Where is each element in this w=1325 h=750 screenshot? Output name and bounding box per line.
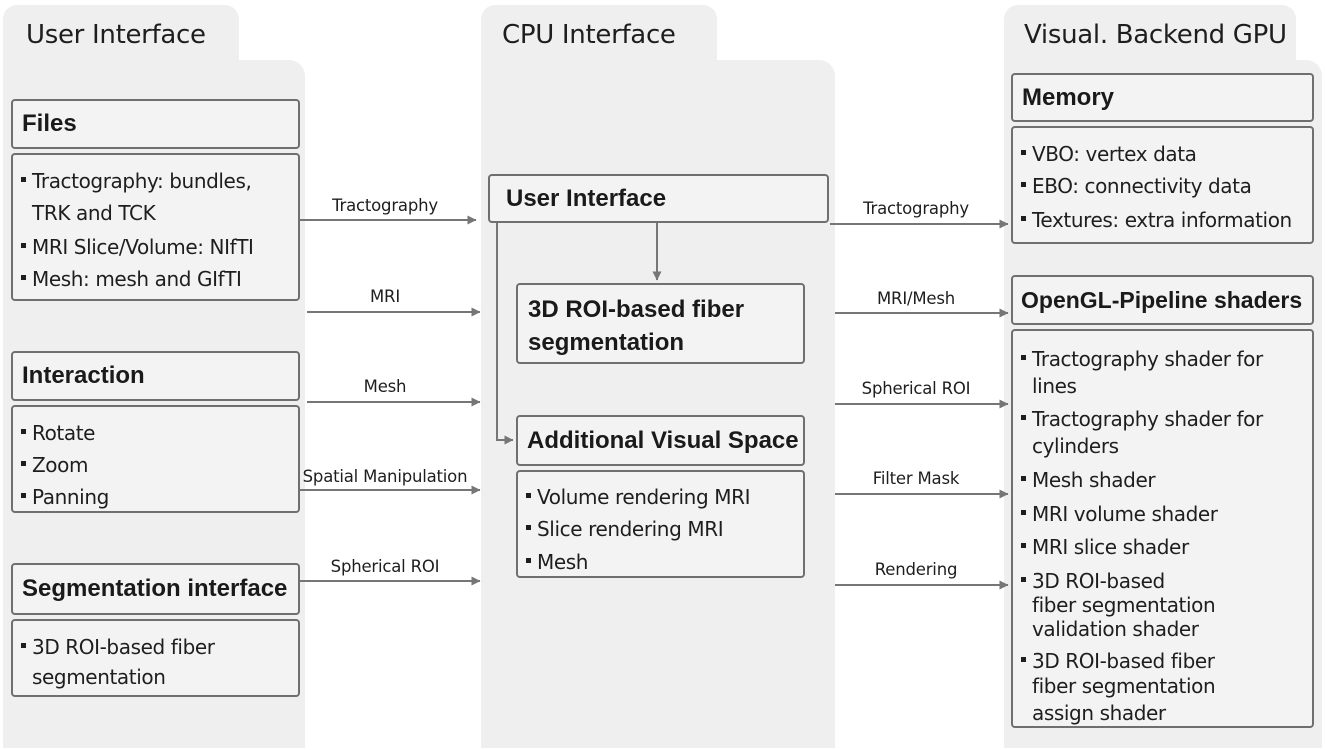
bullet-icon — [526, 525, 531, 530]
segmentation-list: 3D ROI-based fiber segmentation — [11, 619, 300, 697]
edge-label-spherical-roi-right: Spherical ROI — [861, 379, 971, 398]
bullet-icon — [1021, 415, 1026, 420]
edge-label-mri-mesh-right: MRI/Mesh — [877, 289, 955, 308]
edge-label-filter-mask-right: Filter Mask — [872, 469, 960, 488]
list-item: Mesh shader — [1021, 468, 1156, 492]
shaders-title: OpenGL-Pipeline shaders — [1021, 286, 1303, 313]
bullet-icon — [21, 643, 26, 648]
memory-title: Memory — [1022, 83, 1115, 111]
bullet-icon — [1021, 510, 1026, 515]
files-header: Files — [11, 99, 300, 149]
bullet-icon — [1021, 182, 1026, 187]
cpu-user-interface-box: User Interface — [488, 174, 829, 223]
shaders-list: Tractography shader for lines Tractograp… — [1011, 329, 1314, 728]
bullet-icon — [21, 493, 26, 498]
bullet-icon — [1021, 216, 1026, 221]
list-item-continuation: fiber segmentation — [1032, 593, 1216, 617]
list-item: EBO: connectivity data — [1021, 174, 1252, 198]
roi-segmentation-title-line1: 3D ROI-based fiber — [528, 296, 745, 323]
list-item-continuation: assign shader — [1032, 701, 1166, 725]
bullet-icon — [1021, 150, 1026, 155]
interaction-list: Rotate Zoom Panning — [11, 405, 300, 513]
list-item: Mesh: mesh and GIfTI — [21, 267, 242, 291]
list-item-continuation: segmentation — [32, 665, 166, 689]
list-item: 3D ROI-based — [1021, 569, 1165, 593]
list-item-continuation: cylinders — [1032, 434, 1119, 458]
bullet-icon — [1021, 543, 1026, 548]
list-item: MRI Slice/Volume: NIfTI — [21, 235, 254, 259]
list-item-continuation: lines — [1032, 374, 1077, 398]
interaction-header: Interaction — [11, 351, 300, 401]
edge-label-spherical-roi-left: Spherical ROI — [330, 557, 440, 576]
bullet-icon — [526, 493, 531, 498]
bullet-icon — [1021, 355, 1026, 360]
list-item: Mesh — [526, 550, 588, 574]
edge-label-spatial-manipulation-left: Spatial Manipulation — [302, 467, 468, 486]
list-item: Panning — [21, 485, 109, 509]
list-item: Textures: extra information — [1021, 208, 1292, 232]
segmentation-header: Segmentation interface — [11, 563, 300, 615]
left-column-title: User Interface — [26, 20, 206, 50]
bullet-icon — [21, 429, 26, 434]
memory-list: VBO: vertex data EBO: connectivity data … — [1011, 126, 1314, 244]
arrow-ui-to-visual-space — [496, 223, 514, 445]
list-item-continuation: TRK and TCK — [32, 201, 156, 225]
bullet-icon — [21, 243, 26, 248]
bullet-icon — [21, 177, 26, 182]
edge-label-mesh-left: Mesh — [363, 377, 407, 396]
visual-space-list: Volume rendering MRI Slice rendering MRI… — [516, 470, 805, 578]
right-column-title: Visual. Backend GPU — [1024, 20, 1287, 50]
roi-segmentation-box: 3D ROI-based fiber segmentation — [516, 283, 805, 364]
files-list: Tractography: bundles, TRK and TCK MRI S… — [11, 153, 300, 301]
list-item: 3D ROI-based fiber — [21, 635, 215, 659]
list-item: Tractography shader for — [1021, 407, 1263, 431]
bullet-icon — [1021, 657, 1026, 662]
visual-space-title: Additional Visual Space — [527, 426, 799, 454]
list-item: Zoom — [21, 453, 88, 477]
roi-segmentation-title-line2: segmentation — [528, 329, 685, 356]
bullet-icon — [21, 275, 26, 280]
list-item: 3D ROI-based fiber — [1021, 649, 1215, 673]
memory-header: Memory — [1011, 73, 1314, 122]
files-title: Files — [22, 110, 77, 137]
cpu-user-interface-title: User Interface — [506, 184, 667, 212]
list-item-continuation: validation shader — [1032, 617, 1199, 641]
list-item: VBO: vertex data — [1021, 142, 1197, 166]
edge-label-mri-left: MRI — [370, 287, 400, 306]
list-item: Rotate — [21, 421, 95, 445]
edge-label-rendering-right: Rendering — [874, 560, 958, 579]
list-item: Tractography: bundles, — [21, 169, 252, 193]
bullet-icon — [21, 461, 26, 466]
list-item: Volume rendering MRI — [526, 485, 750, 509]
bullet-icon — [526, 558, 531, 563]
bullet-icon — [1021, 476, 1026, 481]
middle-column-title: CPU Interface — [502, 20, 676, 50]
interaction-title: Interaction — [22, 362, 145, 389]
edge-label-tractography-left: Tractography — [332, 196, 438, 215]
bullet-icon — [1021, 577, 1026, 582]
shaders-header: OpenGL-Pipeline shaders — [1011, 275, 1314, 325]
list-item: MRI slice shader — [1021, 535, 1189, 559]
list-item-continuation: fiber segmentation — [1032, 674, 1216, 698]
list-item: Tractography shader for — [1021, 347, 1263, 371]
visual-space-header: Additional Visual Space — [516, 415, 805, 466]
segmentation-title: Segmentation interface — [22, 575, 288, 602]
list-item: MRI volume shader — [1021, 502, 1218, 526]
edge-label-tractography-right: Tractography — [863, 199, 969, 218]
list-item: Slice rendering MRI — [526, 517, 724, 541]
